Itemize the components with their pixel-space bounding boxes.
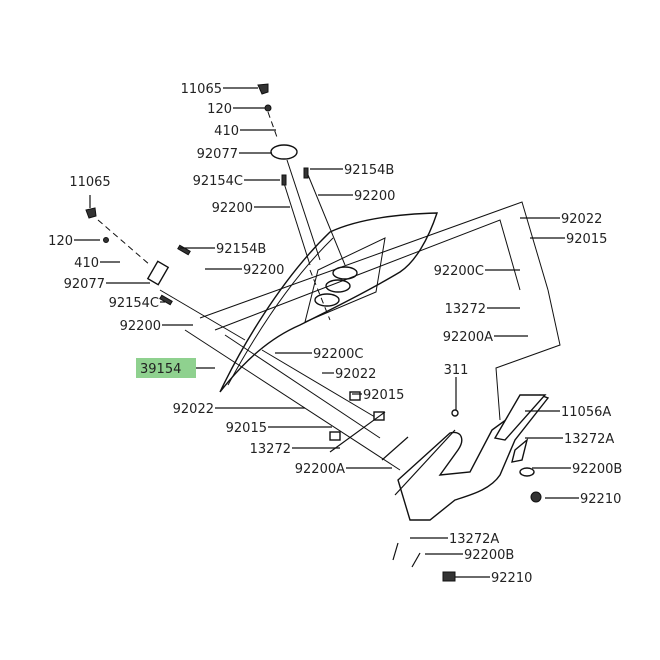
part-label[interactable]: 92200 (212, 201, 253, 216)
part-label[interactable]: 92077 (64, 277, 105, 292)
part-label[interactable]: 92154B (344, 163, 394, 178)
part-label[interactable]: 92154B (216, 242, 266, 257)
part-label[interactable]: 120 (207, 102, 232, 117)
part-label[interactable]: 92200 (120, 319, 161, 334)
part-label[interactable]: 410 (74, 256, 99, 271)
top-hardware (257, 83, 346, 321)
part-label[interactable]: 92210 (491, 571, 532, 586)
part-label[interactable]: 13272A (564, 432, 614, 447)
part-labels: 11065 120 410 92077 92154C 92200 92154B … (48, 82, 622, 586)
part-label[interactable]: 92200C (313, 347, 363, 362)
part-label[interactable]: 92154C (109, 296, 159, 311)
part-label[interactable]: 92200B (572, 462, 622, 477)
part-label[interactable]: 11065 (181, 82, 222, 97)
part-label[interactable]: 92015 (566, 232, 607, 247)
stay-arm (224, 334, 409, 461)
part-label-highlighted[interactable]: 39154 (140, 362, 181, 377)
part-label[interactable]: 92022 (173, 402, 214, 417)
part-label[interactable]: 92022 (561, 212, 602, 227)
part-label[interactable]: 11065 (69, 175, 110, 190)
part-label[interactable]: 92015 (226, 421, 267, 436)
part-label[interactable]: 92210 (580, 492, 621, 507)
part-label[interactable]: 410 (214, 124, 239, 139)
windscreen-part (219, 212, 438, 393)
part-label[interactable]: 92200A (295, 462, 345, 477)
leader-lines (74, 87, 579, 578)
part-label[interactable]: 13272 (250, 442, 291, 457)
part-label[interactable]: 311 (444, 363, 469, 378)
part-label[interactable]: 92200 (354, 189, 395, 204)
part-label[interactable]: 92200A (443, 330, 493, 345)
left-hardware (85, 207, 191, 306)
bracket-frame (159, 201, 561, 471)
part-label[interactable]: 11056A (561, 405, 611, 420)
part-label[interactable]: 92015 (363, 388, 404, 403)
lower-bracket-part (392, 394, 550, 582)
part-label[interactable]: 13272A (449, 532, 499, 547)
part-label[interactable]: 92200 (243, 263, 284, 278)
part-label[interactable]: 92022 (335, 367, 376, 382)
part-label[interactable]: 92077 (197, 147, 238, 162)
part-label[interactable]: 92154C (193, 174, 243, 189)
part-label[interactable]: 120 (48, 234, 73, 249)
highlight-box (136, 358, 196, 378)
part-label[interactable]: 92200C (434, 264, 484, 279)
part-label[interactable]: 13272 (445, 302, 486, 317)
part-label[interactable]: 92200B (464, 548, 514, 563)
